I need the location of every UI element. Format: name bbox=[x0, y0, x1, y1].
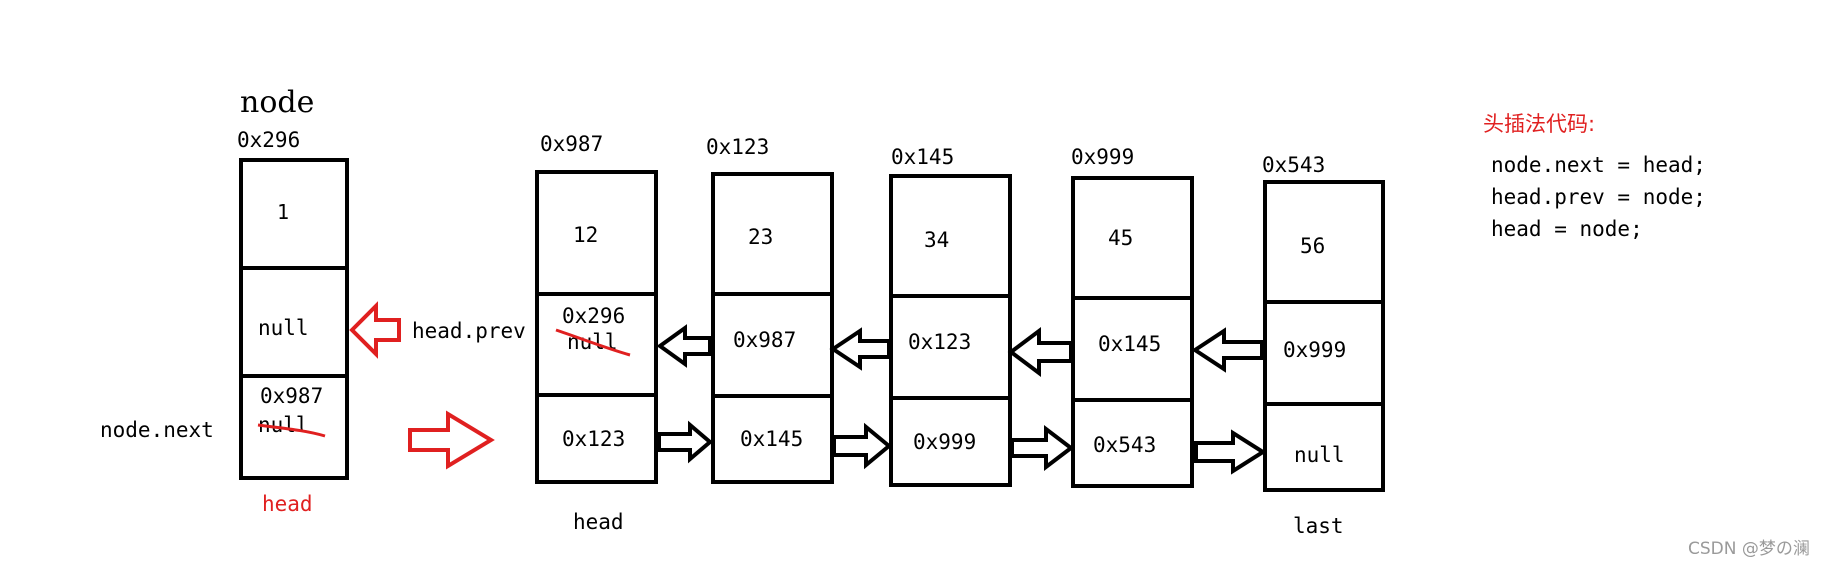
node-1-outline bbox=[535, 170, 658, 484]
strike-mark-next bbox=[257, 423, 326, 438]
head-prev-label: head.prev bbox=[412, 319, 526, 343]
node-address: 0x296 bbox=[237, 128, 300, 152]
node-5-box bbox=[1263, 180, 1385, 492]
node-2-box bbox=[711, 172, 834, 484]
code-line-1: node.next = head; bbox=[1491, 153, 1706, 177]
node-4-outline bbox=[1071, 176, 1194, 488]
new-head-label: head bbox=[262, 492, 313, 516]
node-title: node bbox=[240, 85, 314, 120]
node-4-address: 0x999 bbox=[1071, 145, 1134, 169]
node-next-label: node.next bbox=[100, 418, 214, 442]
node-1-data: 12 bbox=[573, 223, 598, 247]
next-arrow-3-icon bbox=[1010, 424, 1075, 472]
code-line-3: head = node; bbox=[1491, 217, 1643, 241]
watermark: CSDN @梦の澜 bbox=[1688, 539, 1810, 559]
node-1-next: 0x123 bbox=[562, 427, 625, 451]
new-node-box bbox=[239, 158, 349, 480]
node-3-data: 34 bbox=[924, 228, 949, 252]
node-5-data: 56 bbox=[1300, 234, 1325, 258]
next-arrow-2-icon bbox=[832, 422, 893, 470]
node-5-prev: 0x999 bbox=[1283, 338, 1346, 362]
red-arrow-left-icon bbox=[349, 301, 401, 359]
node-3-outline bbox=[889, 174, 1012, 487]
node-2-address: 0x123 bbox=[706, 135, 769, 159]
prev-arrow-4-icon bbox=[1191, 327, 1264, 373]
new-node-next-new: 0x987 bbox=[260, 384, 323, 408]
node-4-data: 45 bbox=[1108, 226, 1133, 250]
new-node-outline bbox=[239, 158, 349, 480]
node-1-label: head bbox=[573, 510, 624, 534]
next-arrow-4-icon bbox=[1194, 429, 1267, 475]
prev-arrow-1-icon bbox=[656, 324, 712, 368]
next-arrows bbox=[657, 420, 1267, 475]
node-1-address: 0x987 bbox=[540, 132, 603, 156]
node-5-outline bbox=[1263, 180, 1385, 492]
prev-arrow-3-icon bbox=[1007, 327, 1073, 377]
node-5-address: 0x543 bbox=[1262, 153, 1325, 177]
red-arrow-right-icon bbox=[408, 410, 495, 470]
code-line-2: head.prev = node; bbox=[1491, 185, 1706, 209]
node-3-address: 0x145 bbox=[891, 145, 954, 169]
node-4-next: 0x543 bbox=[1093, 433, 1156, 457]
node-2-outline bbox=[711, 172, 834, 484]
node-2-next: 0x145 bbox=[740, 427, 803, 451]
new-node-prev: null bbox=[258, 316, 309, 340]
node-3-next: 0x999 bbox=[913, 430, 976, 454]
node-4-box bbox=[1071, 176, 1194, 488]
node-5-label: last bbox=[1293, 514, 1344, 538]
node-2-data: 23 bbox=[748, 225, 773, 249]
strike-mark-prev bbox=[555, 328, 631, 357]
new-node-data: 1 bbox=[277, 200, 289, 224]
node-2-prev: 0x987 bbox=[733, 328, 796, 352]
next-arrow-1-icon bbox=[657, 420, 714, 464]
node-5-next: null bbox=[1294, 443, 1345, 467]
node-3-box bbox=[889, 174, 1012, 487]
node-1-prev-new: 0x296 bbox=[562, 304, 625, 328]
prev-arrows bbox=[656, 324, 1264, 377]
code-title: 头插法代码: bbox=[1483, 112, 1595, 136]
node-4-prev: 0x145 bbox=[1098, 332, 1161, 356]
node-1-box bbox=[535, 170, 658, 484]
node-3-prev: 0x123 bbox=[908, 330, 971, 354]
prev-arrow-2-icon bbox=[829, 327, 891, 371]
